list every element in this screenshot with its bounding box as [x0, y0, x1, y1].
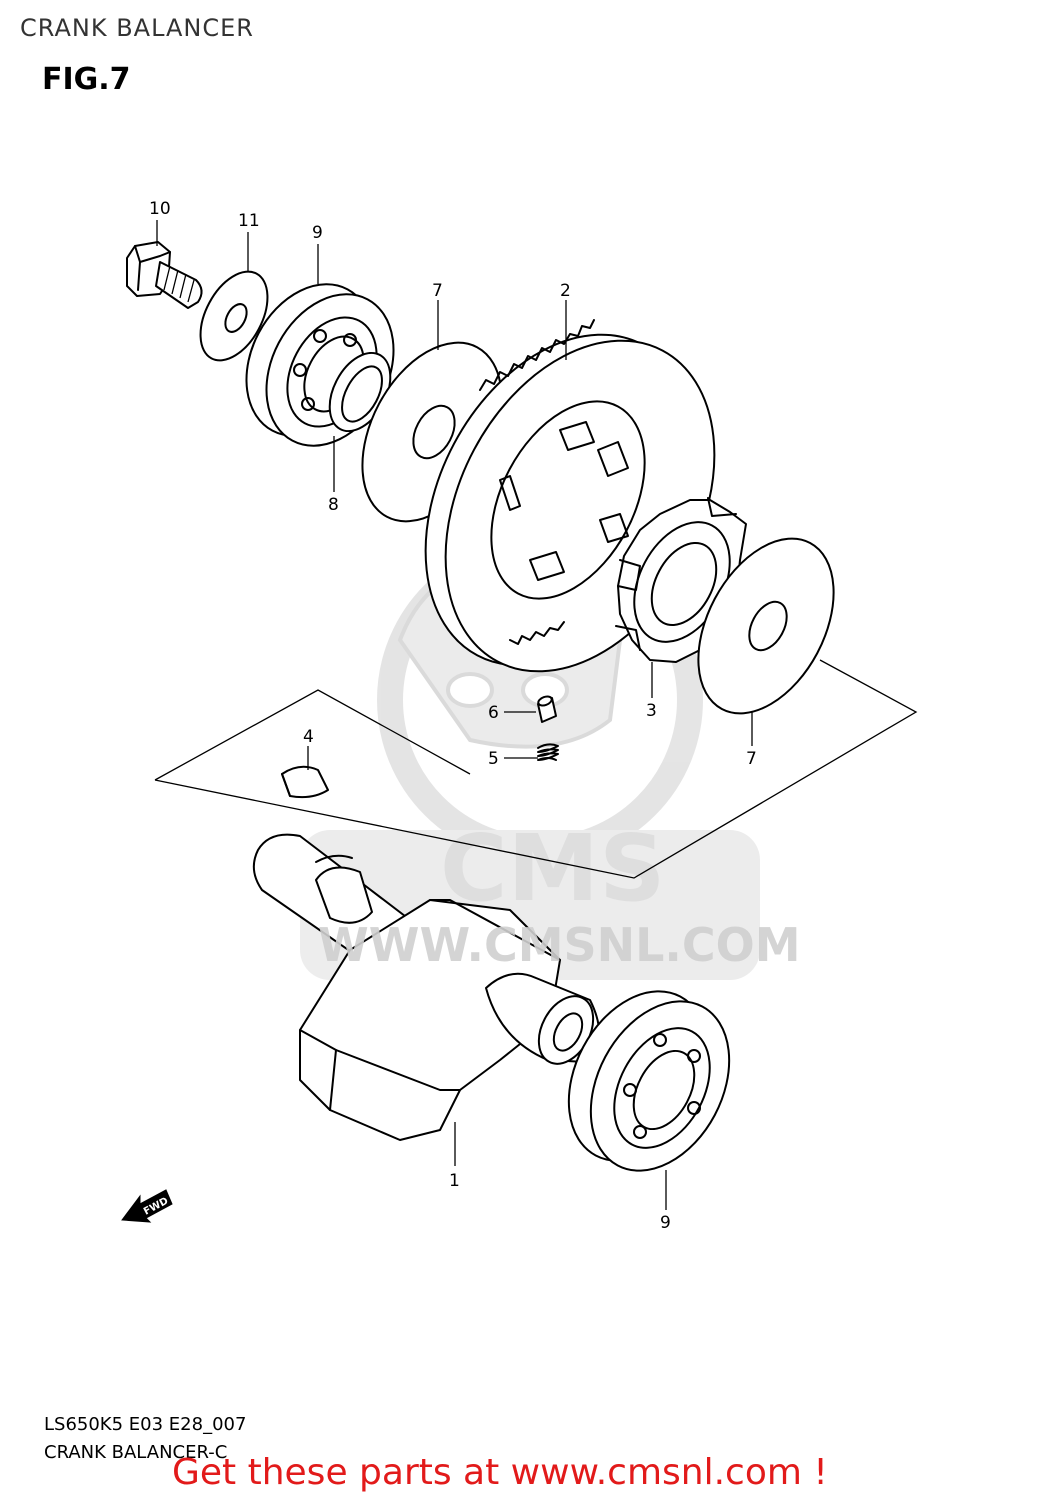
spring-part-5: [537, 743, 559, 761]
diagram-code: LS650K5 E03 E28_007: [44, 1414, 247, 1435]
callout-7-right: 7: [746, 749, 757, 769]
page-header-title: CRANK BALANCER: [20, 14, 254, 42]
promo-link-text[interactable]: Get these parts at www.cmsnl.com !: [172, 1452, 828, 1493]
leader-lines: [156, 220, 753, 1210]
washer-part-11: [199, 270, 269, 362]
assembly-plane-outline: [154, 689, 471, 781]
balancer-shaft-part-1: [252, 833, 601, 1141]
key-part-4: [281, 765, 329, 799]
callout-10: 10: [149, 199, 171, 219]
diagram-subtitle: CRANK BALANCER-C: [44, 1442, 228, 1463]
callout-9-bottom: 9: [660, 1213, 671, 1233]
callout-7-top: 7: [432, 281, 443, 301]
cms-watermark-logo: CMS: [300, 537, 760, 980]
callout-8: 8: [328, 495, 339, 515]
callout-6: 6: [488, 703, 499, 723]
bearing-part-9-bottom: [567, 990, 731, 1172]
bolt-part-10: [126, 241, 203, 309]
watermark-domain: WWW.CMSNL.COM: [318, 918, 801, 972]
figure-label: FIG.7: [42, 62, 131, 97]
callout-1: 1: [449, 1171, 460, 1191]
pin-part-6: [537, 695, 557, 723]
callout-4: 4: [303, 727, 314, 747]
callout-11: 11: [238, 211, 260, 231]
washer-part-7-right: [697, 537, 835, 715]
svg-text:CMS: CMS: [440, 815, 665, 922]
callout-3: 3: [646, 701, 657, 721]
callout-2: 2: [560, 281, 571, 301]
callout-9-top: 9: [312, 223, 323, 243]
fwd-arrow-icon: FWD: [121, 1189, 173, 1223]
callout-5: 5: [488, 749, 499, 769]
